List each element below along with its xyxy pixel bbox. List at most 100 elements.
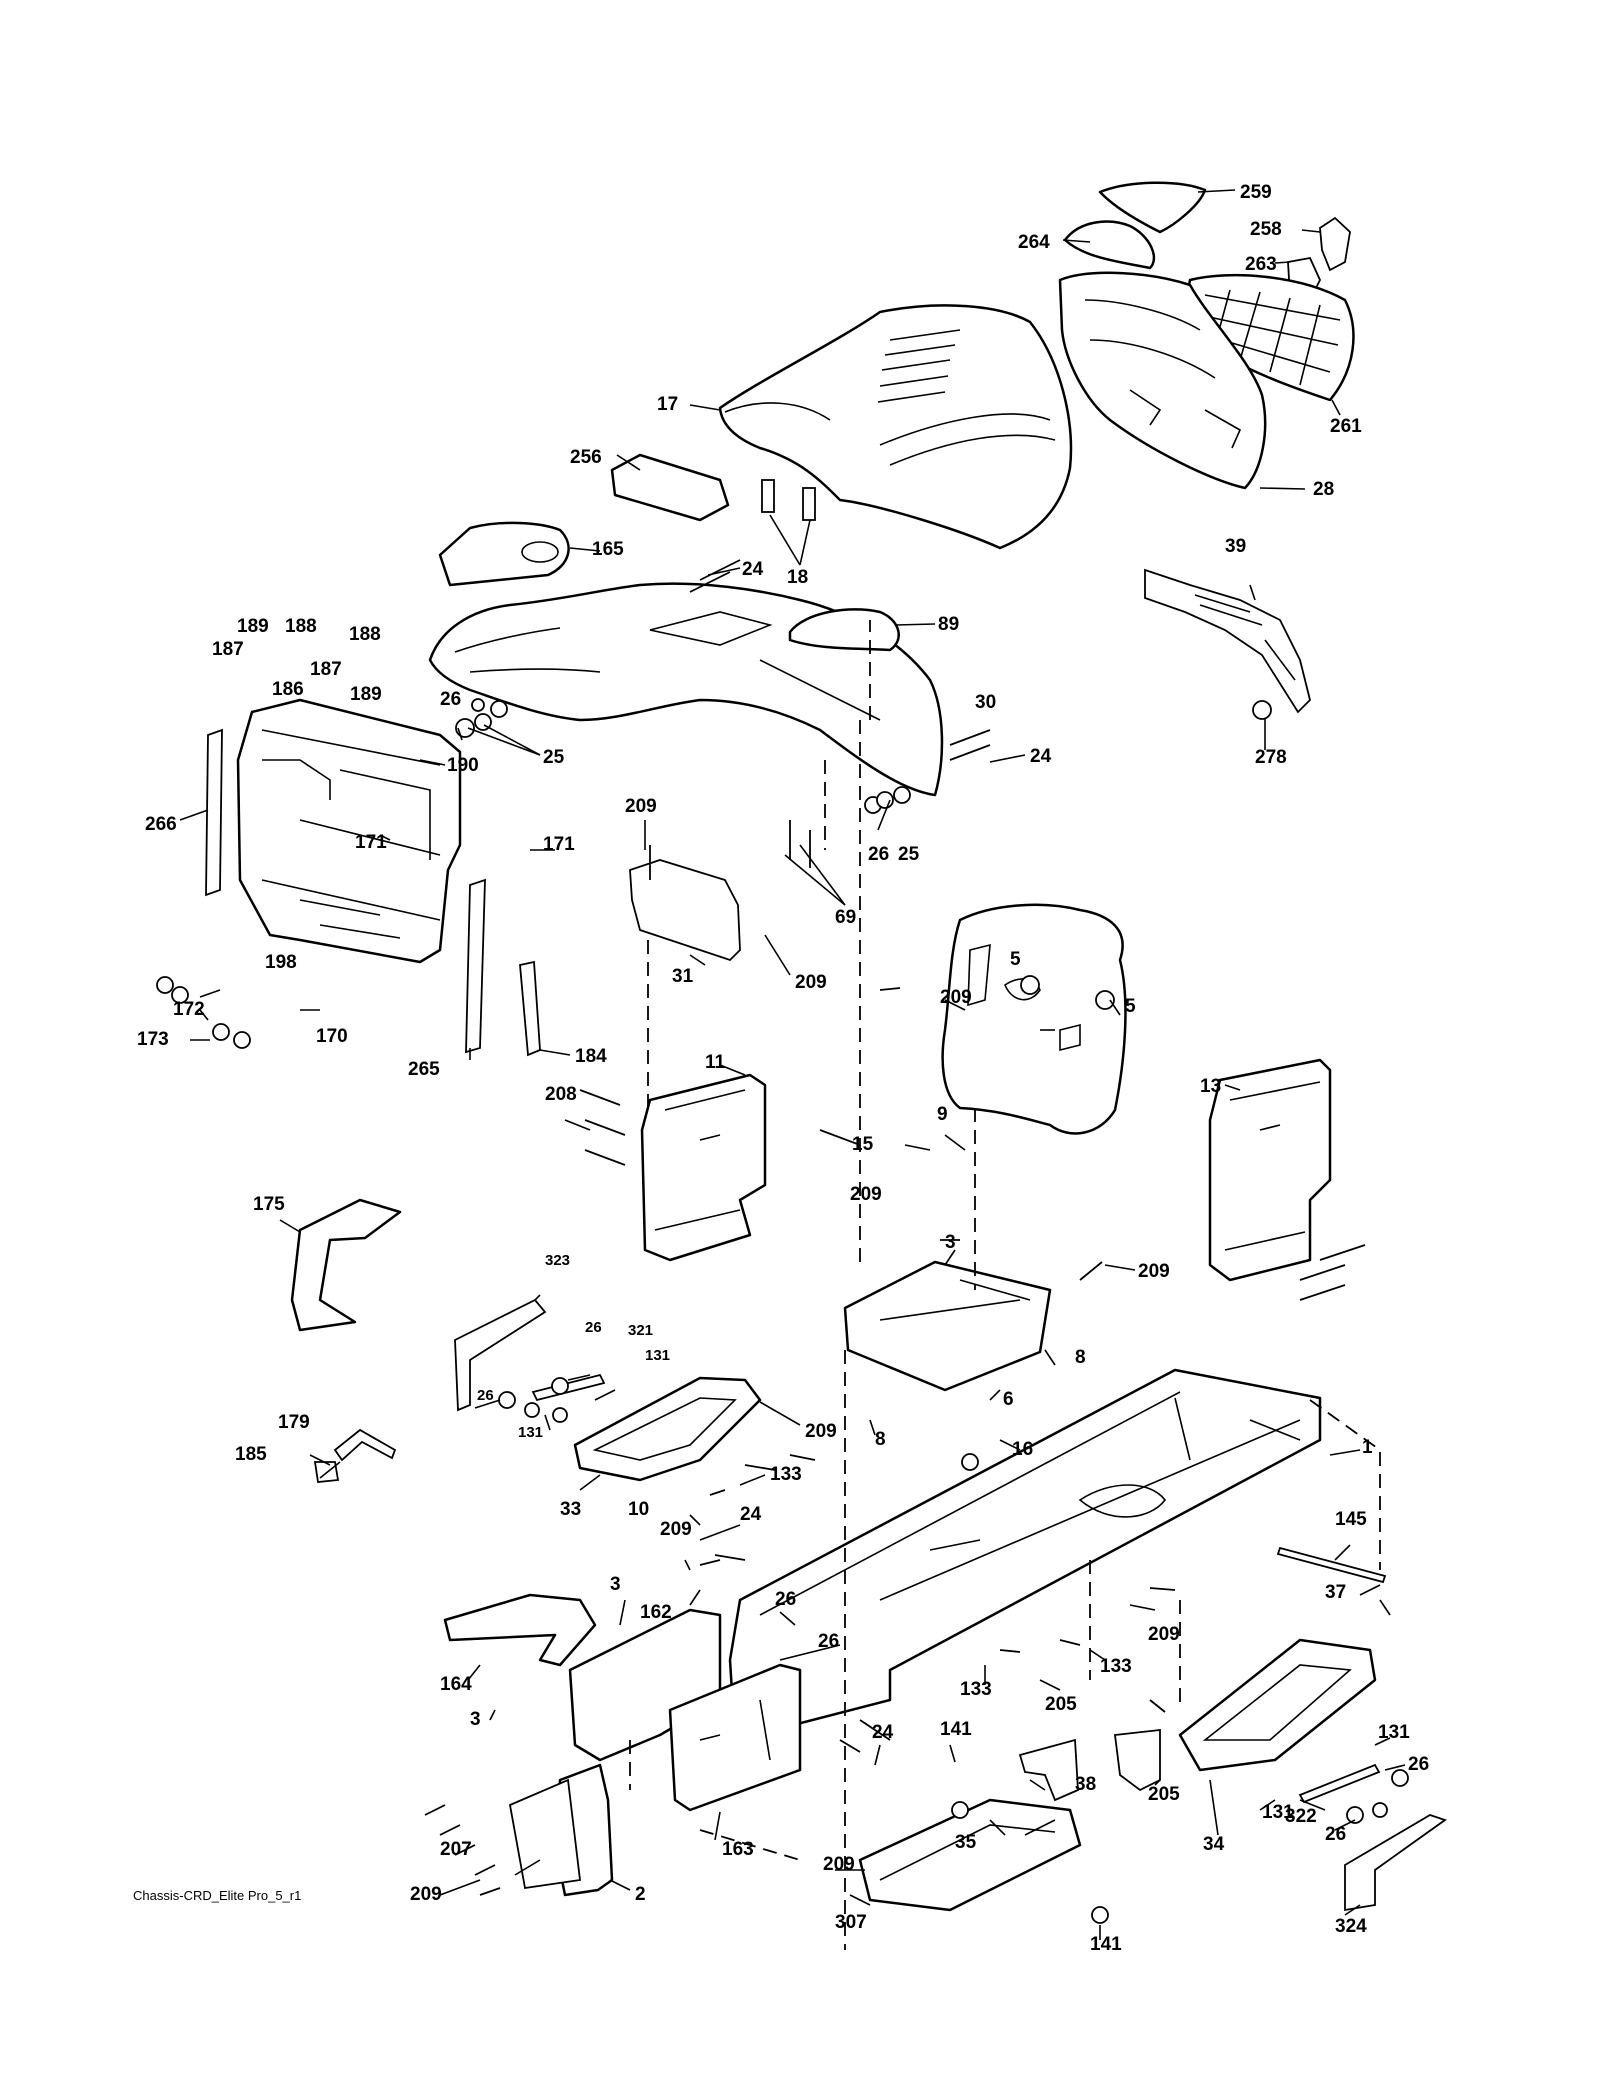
callout: 208 xyxy=(545,1084,577,1105)
callout: 198 xyxy=(265,952,297,973)
leader-lines xyxy=(179,189,1406,1940)
callout: 35 xyxy=(955,1832,977,1853)
callout: 31 xyxy=(672,966,694,987)
callout: 38 xyxy=(1075,1774,1096,1795)
callout: 187 xyxy=(310,659,342,680)
callout: 322 xyxy=(1285,1806,1317,1827)
callout: 209 xyxy=(1138,1261,1170,1282)
callout: 207 xyxy=(440,1839,472,1860)
callout: 39 xyxy=(1225,536,1246,557)
part-bracket-38a xyxy=(1018,1738,1079,1802)
callout: 9 xyxy=(937,1104,948,1125)
part-cover-256 xyxy=(610,453,730,522)
callout: 34 xyxy=(1203,1834,1225,1855)
callout: 24 xyxy=(740,1504,762,1525)
panel-11-detail xyxy=(654,1089,746,1231)
part-hood-17 xyxy=(718,304,1073,550)
callout: 179 xyxy=(278,1412,310,1433)
callout: 209 xyxy=(823,1854,855,1875)
callout: 162 xyxy=(640,1602,672,1623)
callout: 1 xyxy=(1362,1437,1373,1458)
dash-inner xyxy=(261,729,441,939)
callout: 26 xyxy=(1408,1754,1429,1775)
callout: 18 xyxy=(787,567,808,588)
callout: 278 xyxy=(1255,747,1287,768)
callout: 133 xyxy=(770,1464,802,1485)
callout: 26 xyxy=(477,1387,494,1404)
console-detail xyxy=(967,943,1081,1052)
callout: 131 xyxy=(1262,1802,1294,1823)
callout: 189 xyxy=(237,616,269,637)
callout: 145 xyxy=(1335,1509,1367,1530)
callout: 6 xyxy=(1003,1389,1014,1410)
drawing-caption: Chassis-CRD_Elite Pro_5_r1 xyxy=(133,1888,302,1903)
part-seal-266 xyxy=(205,728,223,897)
bracket-39-detail xyxy=(1194,594,1296,681)
hood-vents xyxy=(877,329,961,403)
callout: 10 xyxy=(628,1499,649,1520)
callout: 163 xyxy=(722,1839,754,1860)
hood-stripe xyxy=(879,413,1056,466)
callout: 5 xyxy=(1125,996,1136,1017)
callout: 2 xyxy=(635,1884,646,1905)
part-light-264 xyxy=(1063,220,1156,270)
part-cupholder-165 xyxy=(438,521,570,587)
part-plate-307 xyxy=(858,1798,1082,1912)
callout: 89 xyxy=(938,614,959,635)
part-link-322 xyxy=(1298,1763,1381,1804)
callout: 25 xyxy=(543,747,565,768)
callout: 8 xyxy=(1075,1347,1086,1368)
callout: 209 xyxy=(940,987,972,1008)
parts-artwork xyxy=(156,181,1447,1924)
callout: 209 xyxy=(795,972,827,993)
callout: 5 xyxy=(1010,949,1021,970)
callout: 209 xyxy=(1148,1624,1180,1645)
part-console-9 xyxy=(941,903,1127,1135)
callout: 205 xyxy=(1148,1784,1180,1805)
callout: 8 xyxy=(875,1429,886,1450)
callout: 307 xyxy=(835,1912,867,1933)
callout: 185 xyxy=(235,1444,267,1465)
part-plate-6 xyxy=(843,1260,1052,1392)
callout: 209 xyxy=(805,1421,837,1442)
callout: 141 xyxy=(1090,1934,1122,1955)
callout: 187 xyxy=(212,639,244,660)
cupholder-ring xyxy=(521,541,559,563)
callout: 26 xyxy=(440,689,461,710)
callout: 26 xyxy=(818,1631,839,1652)
assembly-lines xyxy=(629,620,1381,1950)
nose-detail xyxy=(1084,299,1242,449)
callout: 256 xyxy=(570,447,602,468)
callout: 209 xyxy=(410,1884,442,1905)
callout: 3 xyxy=(945,1232,956,1253)
panel-13-detail xyxy=(1224,1081,1321,1251)
part-panel-13 xyxy=(1208,1058,1332,1282)
callout: 3 xyxy=(610,1574,621,1595)
part-dash-170 xyxy=(236,698,462,964)
part-bumper-18a xyxy=(761,479,775,513)
callout: 24 xyxy=(872,1722,894,1743)
callout: 141 xyxy=(940,1719,972,1740)
callout: 190 xyxy=(447,755,479,776)
callout: 258 xyxy=(1250,219,1282,240)
part-panel-11 xyxy=(640,1073,767,1262)
callout: 15 xyxy=(852,1134,874,1155)
callout: 209 xyxy=(660,1519,692,1540)
callout: 184 xyxy=(575,1046,607,1067)
part-bracket-31 xyxy=(629,859,741,962)
callout: 172 xyxy=(173,999,205,1020)
callout: 30 xyxy=(975,692,996,713)
plate-163-detail xyxy=(699,1699,771,1761)
callout: 28 xyxy=(1313,479,1334,500)
callout: 133 xyxy=(1100,1656,1132,1677)
callout: 26 xyxy=(585,1319,602,1336)
callout: 188 xyxy=(349,624,381,645)
part-bracket-207 xyxy=(508,1778,581,1890)
callout: 209 xyxy=(625,796,657,817)
callout: 33 xyxy=(560,1499,581,1520)
part-bracket-38b xyxy=(1113,1728,1161,1792)
part-bumper-18b xyxy=(802,487,816,521)
callout-numbers: 259 264 258 263 261 17 28 256 18 165 24 … xyxy=(137,182,1429,1955)
fender-inner xyxy=(454,611,881,721)
callout: 265 xyxy=(408,1059,440,1080)
